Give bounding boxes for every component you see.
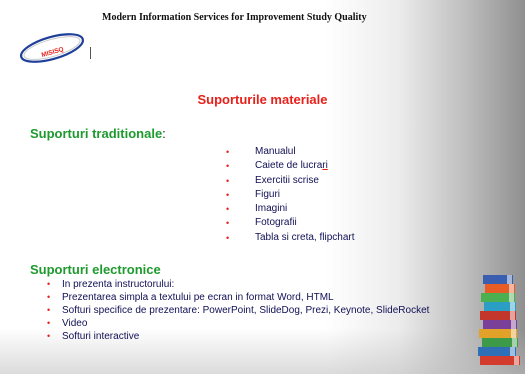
list-item: •In prezenta instructorului:: [47, 279, 175, 290]
section-heading-text: Suporturi traditionale: [30, 126, 163, 141]
bullet-icon: •: [226, 232, 230, 243]
bullet-icon: •: [47, 331, 51, 341]
bullet-icon: •: [47, 292, 51, 302]
electronic-list: •In prezenta instructorului: •Prezentare…: [46, 278, 442, 343]
logo-divider: [90, 47, 91, 59]
bottom-shade: [0, 328, 525, 374]
bullet-icon: •: [47, 279, 51, 289]
bullet-icon: •: [226, 175, 230, 186]
slide-title: Suporturile materiale: [197, 92, 328, 107]
section-heading-electronic: Suporturi electronice: [30, 262, 161, 277]
list-item: •Softuri interactive: [47, 331, 140, 342]
bullet-icon: •: [226, 161, 230, 172]
list-item: •Prezentarea simpla a textului pe ecran …: [47, 292, 334, 303]
bullet-icon: •: [226, 147, 230, 157]
list-item: •Imagini: [226, 202, 426, 216]
list-item: •Video: [47, 318, 88, 329]
misisq-logo-icon: MISISQ: [18, 28, 88, 71]
bullet-icon: •: [226, 218, 230, 229]
list-item: •Softuri specifice de prezentare: PowerP…: [47, 305, 430, 316]
bullet-icon: •: [47, 305, 51, 315]
list-item: •Fotografii: [226, 216, 426, 230]
heading-colon: :: [162, 126, 166, 141]
bullet-icon: •: [47, 318, 51, 328]
list-item: •Tabla si creta, flipchart: [226, 231, 426, 245]
list-item: •Exercitii scrise: [226, 174, 426, 188]
list-item: •Figuri: [226, 188, 426, 202]
section-heading-traditional: Suporturi traditionale:: [30, 126, 166, 141]
bullet-icon: •: [226, 189, 230, 200]
traditional-list: •Manualul •Caiete de lucrari •Exercitii …: [226, 145, 426, 245]
book-stack-icon: [474, 268, 522, 373]
bullet-icon: •: [226, 204, 230, 215]
list-item: •Caiete de lucrari: [226, 159, 426, 173]
header-title: Modern Information Services for Improvem…: [102, 12, 367, 23]
list-item: •Manualul: [226, 145, 426, 159]
